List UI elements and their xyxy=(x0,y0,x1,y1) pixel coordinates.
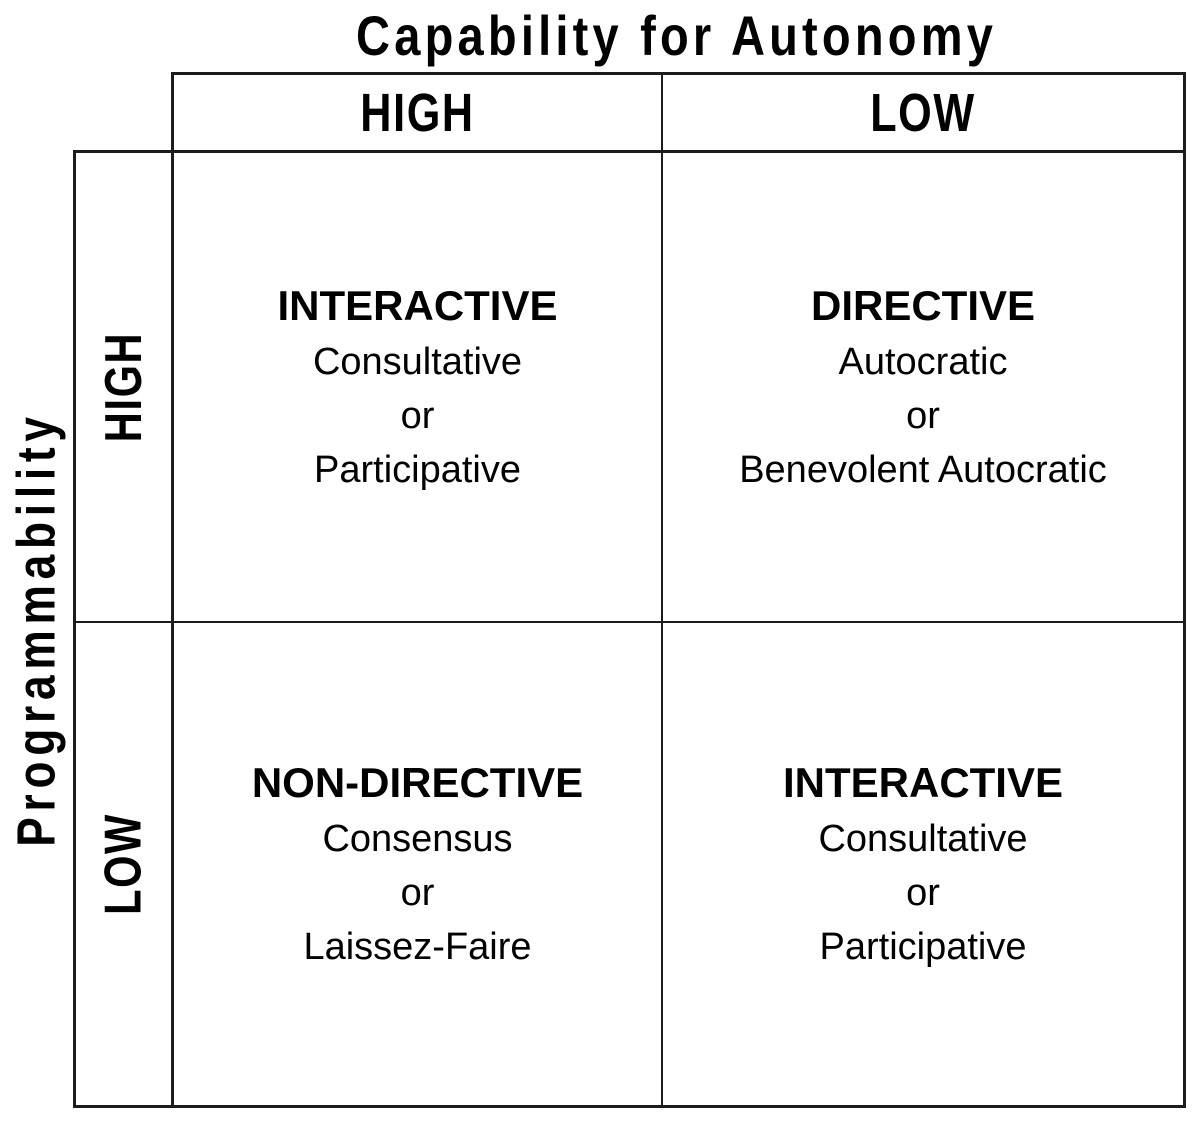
quadrant-conjunction: or xyxy=(400,395,435,437)
quadrant-bottom-left: NON-DIRECTIVE Consensus or Laissez-Faire xyxy=(174,623,661,1105)
quadrant-title: INTERACTIVE xyxy=(782,759,1063,806)
quadrant-conjunction: or xyxy=(906,872,940,914)
grid-line-column-divider xyxy=(661,72,663,1108)
quadrant-option: Laissez-Faire xyxy=(303,926,532,968)
quadrant-option: Autocratic xyxy=(838,341,1008,383)
quadrant-bottom-right: INTERACTIVE Consultative or Participativ… xyxy=(663,623,1183,1105)
quadrant-option: Participative xyxy=(819,926,1027,968)
y-axis-title-text: Programmability xyxy=(6,411,67,847)
quadrant-top-left: INTERACTIVE Consultative or Participativ… xyxy=(174,153,661,621)
column-header-low: LOW xyxy=(663,75,1183,150)
quadrant-option: Consultative xyxy=(312,341,523,383)
x-axis-title-text: Capability for Autonomy xyxy=(356,3,998,67)
quadrant-conjunction: or xyxy=(906,395,940,437)
quadrant-top-right: DIRECTIVE Autocratic or Benevolent Autoc… xyxy=(663,153,1183,621)
grid-line-row-divider xyxy=(73,621,1186,623)
y-axis-title: Programmability xyxy=(0,150,73,1108)
row-header-high: HIGH xyxy=(76,153,171,621)
column-header-low-text: LOW xyxy=(870,82,976,143)
grid-line-left xyxy=(73,150,76,1108)
quadrant-option: Consultative xyxy=(818,818,1028,860)
column-header-high-text: HIGH xyxy=(360,82,475,143)
quadrant-option: Participative xyxy=(314,449,521,491)
quadrant-title: INTERACTIVE xyxy=(277,282,558,329)
row-header-low-text: LOW xyxy=(94,813,153,915)
quadrant-conjunction: or xyxy=(400,872,435,914)
grid-line-inner-left xyxy=(171,72,174,1108)
grid-line-header-bottom xyxy=(73,150,1186,153)
row-header-high-text: HIGH xyxy=(94,331,153,443)
quadrant-option: Benevolent Autocratic xyxy=(739,449,1107,491)
column-header-high: HIGH xyxy=(174,75,661,150)
x-axis-title: Capability for Autonomy xyxy=(171,0,1183,70)
quadrant-option: Consensus xyxy=(322,818,513,860)
quadrant-title: NON-DIRECTIVE xyxy=(251,759,584,806)
grid-line-bottom xyxy=(73,1105,1186,1108)
grid-line-right xyxy=(1183,72,1186,1108)
row-header-low: LOW xyxy=(76,623,171,1105)
quadrant-title: DIRECTIVE xyxy=(810,282,1036,329)
grid-line-header-top xyxy=(171,72,1186,75)
